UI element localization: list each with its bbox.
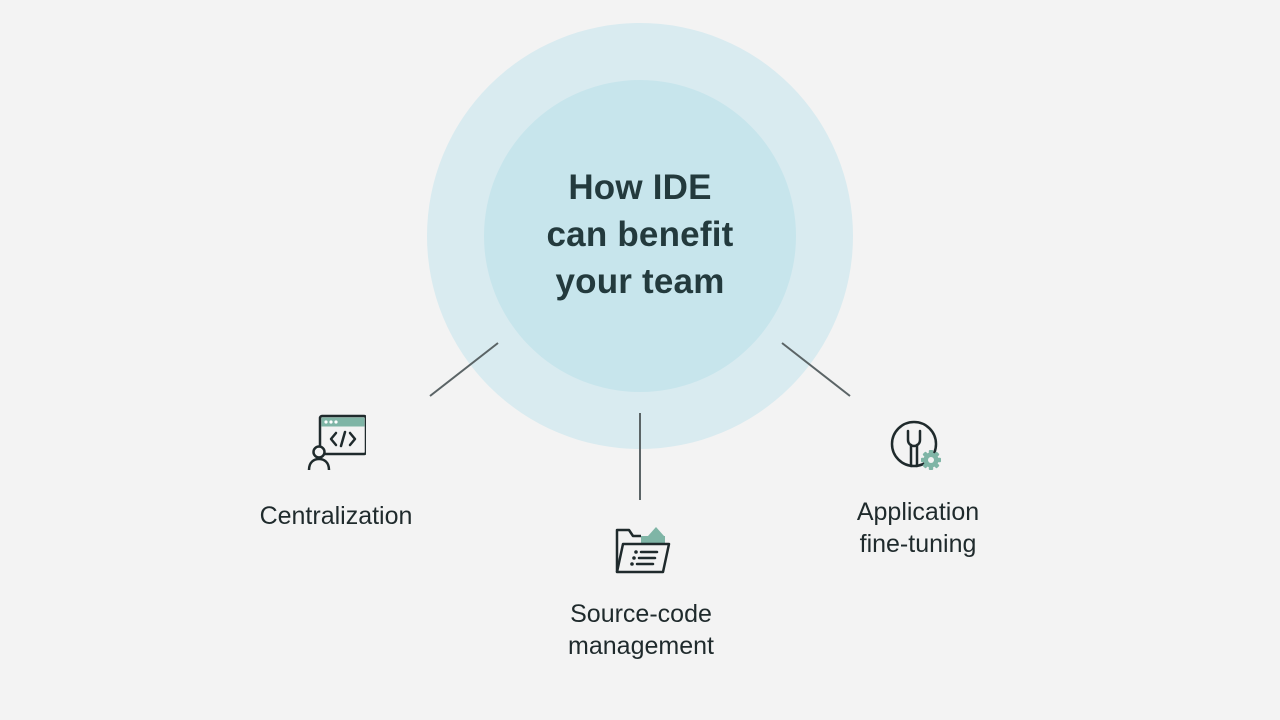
item-application-fine-tuning: Application fine-tuning: [818, 418, 1018, 560]
item-centralization: Centralization: [236, 412, 436, 532]
wrench-gear-icon: [890, 420, 941, 470]
item-source-code-management: Source-code management: [531, 524, 751, 662]
item-label-source-code-management: Source-code management: [568, 600, 714, 660]
diagram-title: How IDE can benefit your team: [546, 168, 734, 301]
item-label-application-fine-tuning: Application fine-tuning: [856, 498, 980, 558]
developer-code-icon: [307, 414, 366, 471]
item-label-centralization: Centralization: [259, 502, 413, 530]
connector-line-tuning: [781, 342, 851, 397]
inner-circle: [484, 80, 796, 392]
connector-line-centralization: [429, 342, 499, 397]
folder-list-icon: [615, 527, 671, 574]
